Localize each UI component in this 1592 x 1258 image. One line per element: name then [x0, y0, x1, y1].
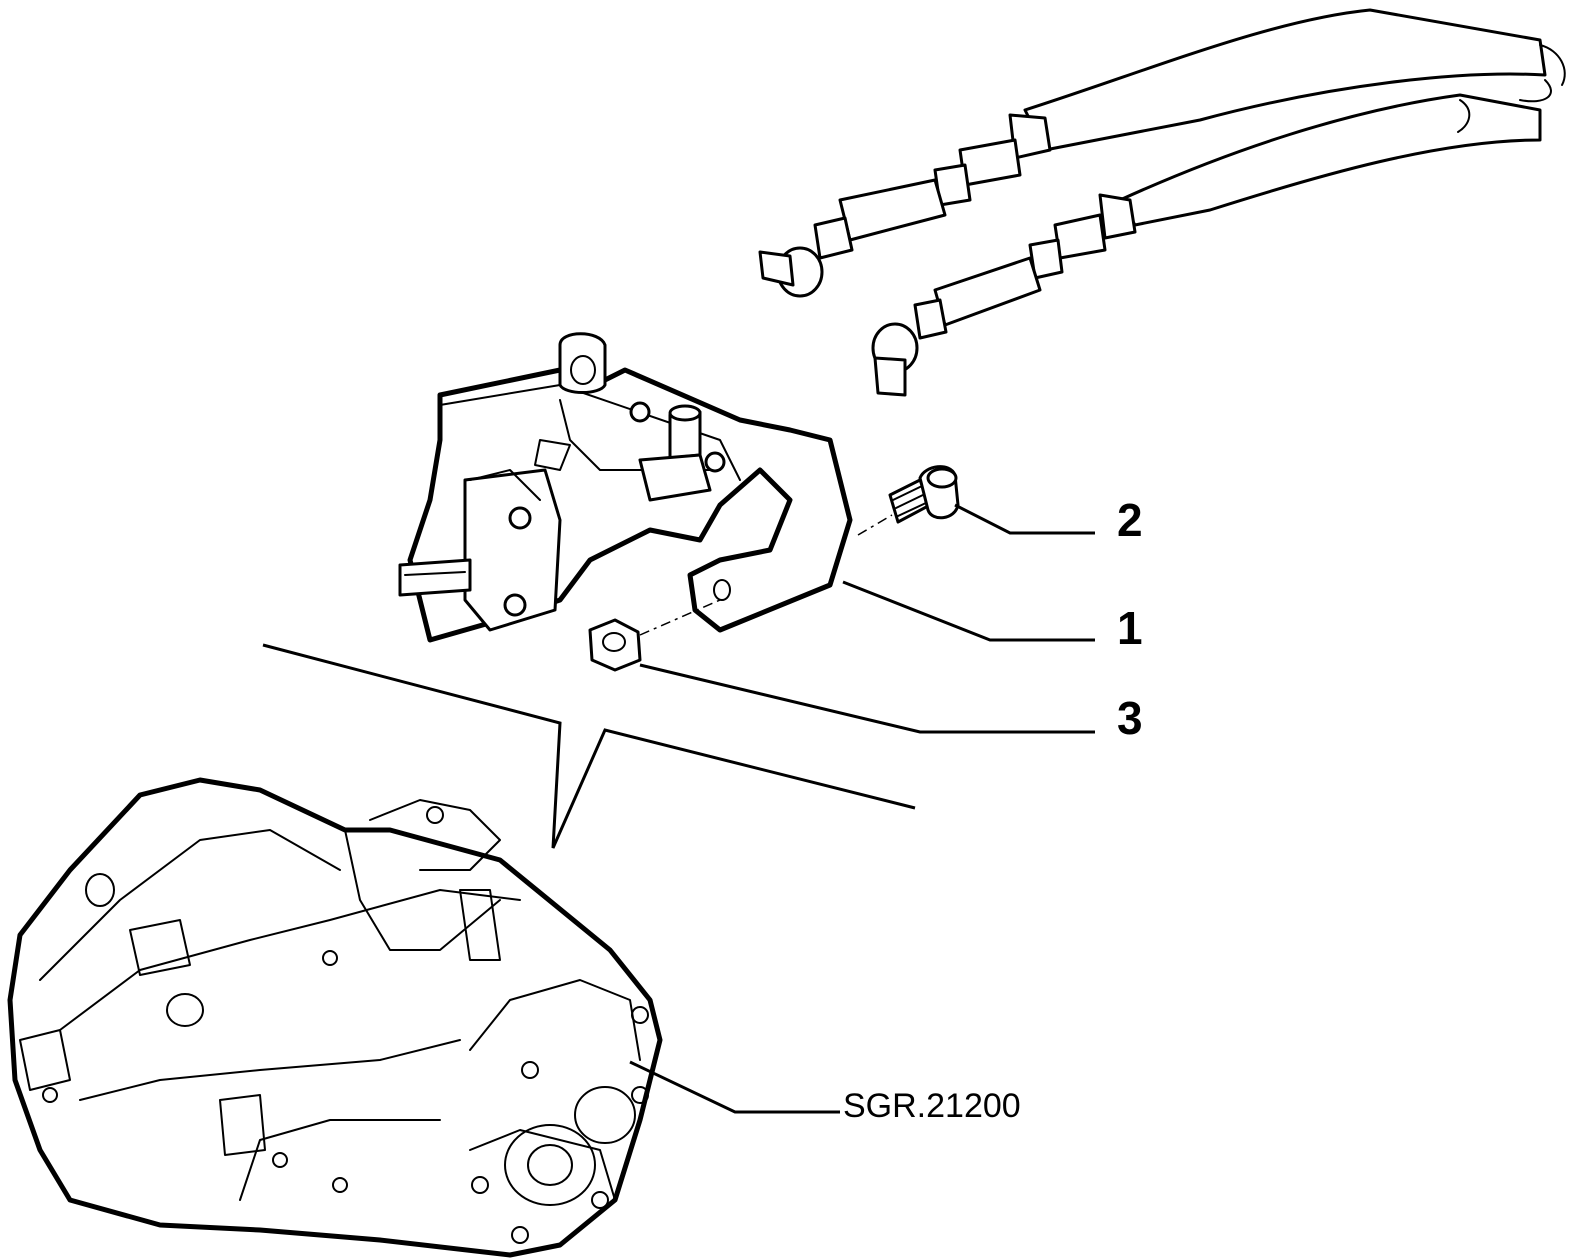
detail-view-pointer	[262, 643, 916, 849]
bolt-axis-line	[857, 514, 893, 536]
nut-axis-line	[639, 599, 721, 636]
callout-2: 2	[1117, 494, 1143, 546]
gearbox-assembly	[7, 777, 663, 1258]
callout-leaders	[639, 503, 1095, 734]
reference-leader	[629, 1060, 840, 1114]
reference-label: SGR.21200	[843, 1087, 1021, 1125]
part-1-shift-bracket	[398, 332, 853, 643]
part-3-nut	[588, 618, 642, 672]
part-2-bolt	[888, 465, 960, 524]
gear-cables	[758, 8, 1566, 397]
callout-1: 1	[1117, 602, 1143, 654]
callout-3: 3	[1117, 692, 1143, 744]
